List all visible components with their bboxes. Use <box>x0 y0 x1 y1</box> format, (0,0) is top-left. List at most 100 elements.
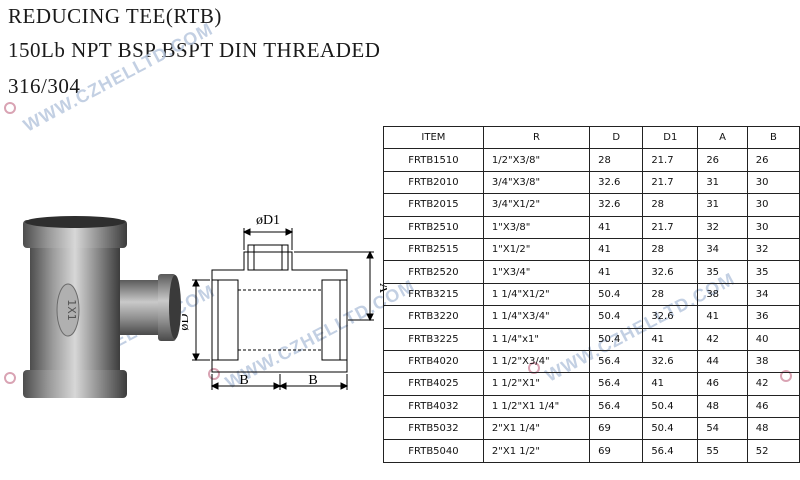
cell-b: 30 <box>746 193 800 217</box>
cell-r: 1 1/4"X1/2" <box>482 282 591 307</box>
cell-b: 48 <box>746 417 800 441</box>
dimension-d-label: øD <box>182 313 192 330</box>
cell-a: 44 <box>697 349 748 374</box>
cell-item: FRTB3215 <box>383 282 484 307</box>
cell-a: 48 <box>697 394 748 419</box>
cell-d: 50.4 <box>589 282 644 307</box>
column-header-d: D <box>589 125 644 150</box>
cell-d: 56.4 <box>589 372 644 396</box>
cell-b: 40 <box>746 327 800 351</box>
cell-d1: 28 <box>642 282 699 307</box>
column-header-r: R <box>482 125 591 150</box>
cell-item: FRTB3225 <box>383 327 484 351</box>
cast-mark-label: 1X1 <box>65 299 78 321</box>
cell-r: 3/4"X3/8" <box>482 170 591 195</box>
cell-item: FRTB2510 <box>383 215 484 239</box>
cell-d1: 56.4 <box>642 439 699 463</box>
watermark-icon <box>4 102 16 114</box>
cell-item: FRTB1510 <box>383 148 484 172</box>
cell-a: 31 <box>697 193 748 217</box>
cell-item: FRTB2015 <box>383 193 484 217</box>
cell-a: 38 <box>697 282 748 307</box>
title-line-1: REDUCING TEE(RTB) <box>8 4 222 28</box>
cell-b: 30 <box>746 215 800 239</box>
cell-item: FRTB3220 <box>383 305 484 329</box>
dimension-b-right-label: B <box>308 373 317 388</box>
cell-a: 54 <box>697 417 748 441</box>
cell-a: 34 <box>697 237 748 262</box>
title-line-2: 150Lb NPT BSP BSPT DIN THREADED <box>8 38 381 62</box>
cell-d: 32.6 <box>589 193 644 217</box>
cell-a: 42 <box>697 327 748 351</box>
cell-item: FRTB2010 <box>383 170 484 195</box>
cell-b: 42 <box>746 372 800 396</box>
cell-item: FRTB2515 <box>383 237 484 262</box>
cell-d1: 21.7 <box>642 148 699 172</box>
cell-d1: 28 <box>642 193 699 217</box>
cell-r: 1/2"X3/8" <box>482 148 591 172</box>
cell-d: 28 <box>589 148 644 172</box>
cell-a: 46 <box>697 372 748 396</box>
cell-b: 46 <box>746 394 800 419</box>
cell-b: 34 <box>746 282 800 307</box>
cell-r: 1 1/2"X3/4" <box>482 349 591 374</box>
cell-d: 50.4 <box>589 305 644 329</box>
cell-d: 41 <box>589 215 644 239</box>
cell-d: 56.4 <box>589 394 644 419</box>
cell-d1: 41 <box>642 327 699 351</box>
cell-a: 41 <box>697 305 748 329</box>
cell-item: FRTB5032 <box>383 417 484 441</box>
dimension-d1-label: øD1 <box>256 213 280 228</box>
cell-a: 55 <box>697 439 748 463</box>
cell-d1: 41 <box>642 372 699 396</box>
column-header-item: ITEM <box>383 125 484 150</box>
cell-d: 56.4 <box>589 349 644 374</box>
cell-d1: 50.4 <box>642 394 699 419</box>
cell-r: 1 1/4"x1" <box>482 327 591 351</box>
dimension-a-label: A <box>376 283 387 294</box>
cell-d1: 21.7 <box>642 170 699 195</box>
cell-a: 26 <box>697 148 748 172</box>
cell-r: 3/4"X1/2" <box>482 193 591 217</box>
cell-d1: 32.6 <box>642 260 699 284</box>
column-header-a: A <box>697 125 748 150</box>
cell-item: FRTB4020 <box>383 349 484 374</box>
cell-d: 32.6 <box>589 170 644 195</box>
table-header-row: ITEM R D D1 A B <box>383 125 800 150</box>
cell-d1: 32.6 <box>642 305 699 329</box>
cell-d: 41 <box>589 237 644 262</box>
cell-d1: 50.4 <box>642 417 699 441</box>
cell-d: 41 <box>589 260 644 284</box>
watermark-icon <box>4 372 16 384</box>
cell-b: 35 <box>746 260 800 284</box>
cell-item: FRTB5040 <box>383 439 484 463</box>
cell-a: 31 <box>697 170 748 195</box>
cell-a: 35 <box>697 260 748 284</box>
cell-b: 26 <box>746 148 800 172</box>
cell-b: 36 <box>746 305 800 329</box>
cell-d1: 21.7 <box>642 215 699 239</box>
cell-r: 1"X1/2" <box>482 237 591 262</box>
cell-d: 69 <box>589 439 644 463</box>
cell-item: FRTB4025 <box>383 372 484 396</box>
product-photo: 1X1 <box>23 216 181 398</box>
cell-r: 1 1/2"X1" <box>482 372 591 396</box>
column-header-d1: D1 <box>642 125 699 150</box>
cell-item: FRTB4032 <box>383 394 484 419</box>
watermark-icon <box>208 368 220 380</box>
title-line-3: 316/304 <box>8 74 81 98</box>
cell-b: 32 <box>746 237 800 262</box>
cell-r: 1 1/4"X3/4" <box>482 305 591 329</box>
